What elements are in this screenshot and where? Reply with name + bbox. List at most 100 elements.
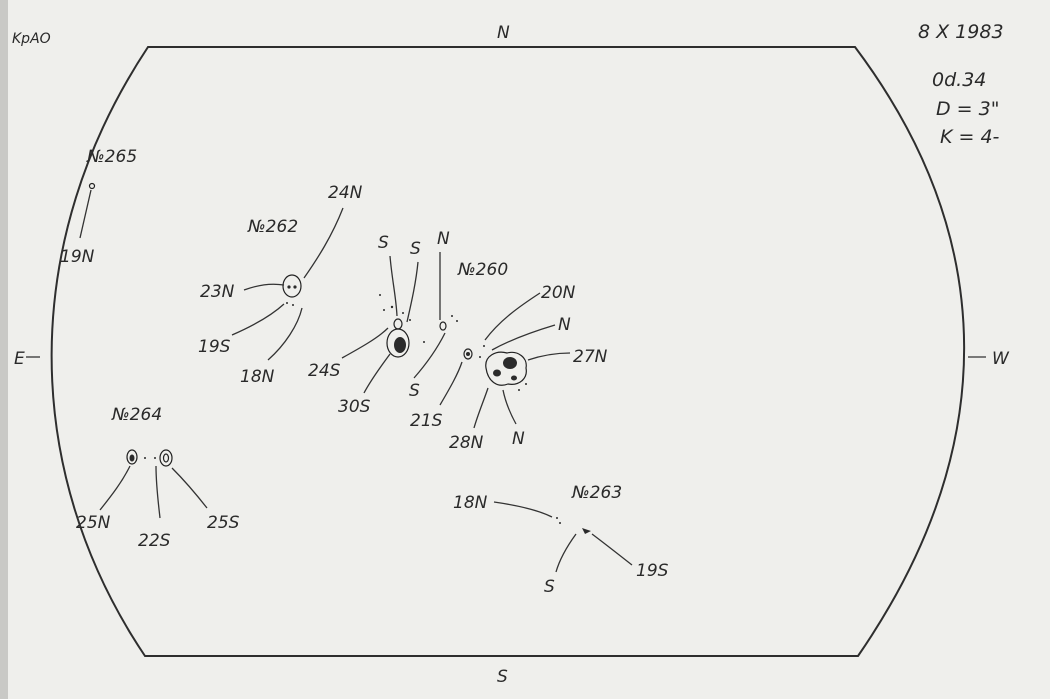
group-260-label-n: N <box>437 229 450 249</box>
group-264: №264 25N 22S 25S <box>76 405 240 551</box>
group-265-leader <box>79 189 92 239</box>
group-260-label-28n: 28N <box>449 433 484 453</box>
group-260-leader-30s <box>363 353 391 394</box>
group-263-pore-2 <box>559 522 561 524</box>
group-264-label-22s: 22S <box>138 531 171 551</box>
group-260-spot-mid <box>439 321 447 331</box>
group-260-label-s1: S <box>378 233 389 253</box>
group-265-label-1: 19N <box>60 247 95 267</box>
group-265-spot <box>88 182 96 190</box>
group-263-label-18n: 18N <box>453 493 488 513</box>
group-262-label-18n: 18N <box>240 367 275 387</box>
group-260-leader-n3 <box>502 389 517 425</box>
group-260-umbra-large <box>394 337 406 353</box>
group-262-label-19s: 19S <box>198 337 231 357</box>
group-263-leader-19s <box>591 533 633 566</box>
group-264-spot-right <box>159 449 173 467</box>
group-260-pore-a <box>379 294 381 296</box>
group-260-spot-21s <box>463 348 473 360</box>
west-label: W <box>992 349 1010 369</box>
group-260-leader-s2 <box>406 261 419 323</box>
group-262-pore-2 <box>292 304 294 306</box>
image-diameter: D = 3" <box>936 98 999 120</box>
group-264-pore-1 <box>144 457 146 459</box>
group-263-name: №263 <box>571 483 622 503</box>
group-260-label-s3: S <box>409 381 420 401</box>
group-264-leader-25s <box>171 467 208 509</box>
group-260: №260 <box>308 229 608 453</box>
group-262-leader-18n <box>267 307 303 361</box>
north-label: N <box>497 23 510 43</box>
group-260-penumbra-big <box>485 351 527 386</box>
group-265: №265 19N <box>60 147 137 267</box>
group-262-umbra-1 <box>287 285 291 289</box>
east-label: E <box>14 349 25 369</box>
group-260-name: №260 <box>457 260 508 280</box>
group-260-label-21s: 21S <box>410 411 443 431</box>
group-262-pore-1 <box>286 302 288 304</box>
group-262-label-24n: 24N <box>328 183 363 203</box>
seeing-quality: K = 4- <box>940 126 1000 148</box>
group-262-name: №262 <box>247 217 298 237</box>
group-262-label-23n: 23N <box>200 282 235 302</box>
group-263-leader-s <box>555 533 577 573</box>
group-262-leader-19s <box>231 303 285 336</box>
observation-time: 0d.34 <box>932 69 986 91</box>
group-264-umbra-right <box>162 453 170 463</box>
group-260-pore-f <box>451 315 453 317</box>
group-260-umbra-big-1 <box>503 357 517 369</box>
south-label: S <box>497 667 508 687</box>
group-260-leader-21s <box>439 361 463 406</box>
solar-disk-outline <box>50 46 966 657</box>
group-260-label-24s: 24S <box>308 361 341 381</box>
group-260-label-27n: 27N <box>573 347 608 367</box>
group-263-label-s: S <box>544 577 555 597</box>
observation-date: 8 X 1983 <box>918 21 1004 43</box>
group-262-spot-main <box>282 274 302 298</box>
group-260-leader-n2 <box>491 324 556 351</box>
group-260-pore-b <box>383 309 385 311</box>
group-264-label-25s: 25S <box>207 513 240 533</box>
group-264-name: №264 <box>111 405 162 425</box>
group-263: №263 18N 19S S <box>453 483 669 597</box>
group-263-leader-18n <box>493 501 553 518</box>
group-260-pore-g <box>456 320 458 322</box>
group-260-umbra-big-3 <box>511 375 517 381</box>
scan-edge-shadow <box>0 0 8 699</box>
group-260-pore-k <box>518 389 520 391</box>
group-260-leader-27n <box>527 352 571 361</box>
group-260-pore-i <box>479 356 481 358</box>
group-260-leader-s3 <box>413 332 446 379</box>
group-264-pore-2 <box>154 457 156 459</box>
group-260-label-n2: N <box>558 315 571 335</box>
group-262-umbra-2 <box>293 285 297 289</box>
group-260-label-30s: 30S <box>338 397 371 417</box>
group-265-name: №265 <box>86 147 137 167</box>
group-260-leader-20n <box>484 292 541 341</box>
group-263-spot <box>582 528 591 534</box>
group-263-pore-1 <box>556 517 558 519</box>
group-260-label-s2: S <box>410 239 421 259</box>
group-264-leader-25n <box>99 465 131 511</box>
group-260-spot-small <box>393 318 403 330</box>
group-260-pore-e <box>409 319 411 321</box>
observatory-label: KpAO <box>12 31 51 47</box>
group-260-leader-28n <box>473 387 489 429</box>
group-260-umbra-big-2 <box>493 369 501 377</box>
group-260-leader-24s <box>341 327 389 359</box>
group-260-umbra-21s <box>466 352 470 356</box>
group-264-label-25n: 25N <box>76 513 111 533</box>
group-264-spot-left <box>126 449 138 465</box>
group-260-pore-d <box>402 312 404 314</box>
group-264-leader-22s <box>155 465 161 519</box>
group-262-leader-24n <box>303 207 344 279</box>
group-264-umbra-left <box>129 454 135 462</box>
group-260-label-20n: 20N <box>541 283 576 303</box>
group-262-leader-23n <box>243 283 285 291</box>
group-262: №262 24N 23N 19S 18N <box>198 183 363 387</box>
group-260-pore-l <box>525 383 527 385</box>
group-260-pore-j <box>483 345 485 347</box>
group-260-leader-s1 <box>389 255 398 317</box>
group-260-pore-h <box>423 341 425 343</box>
